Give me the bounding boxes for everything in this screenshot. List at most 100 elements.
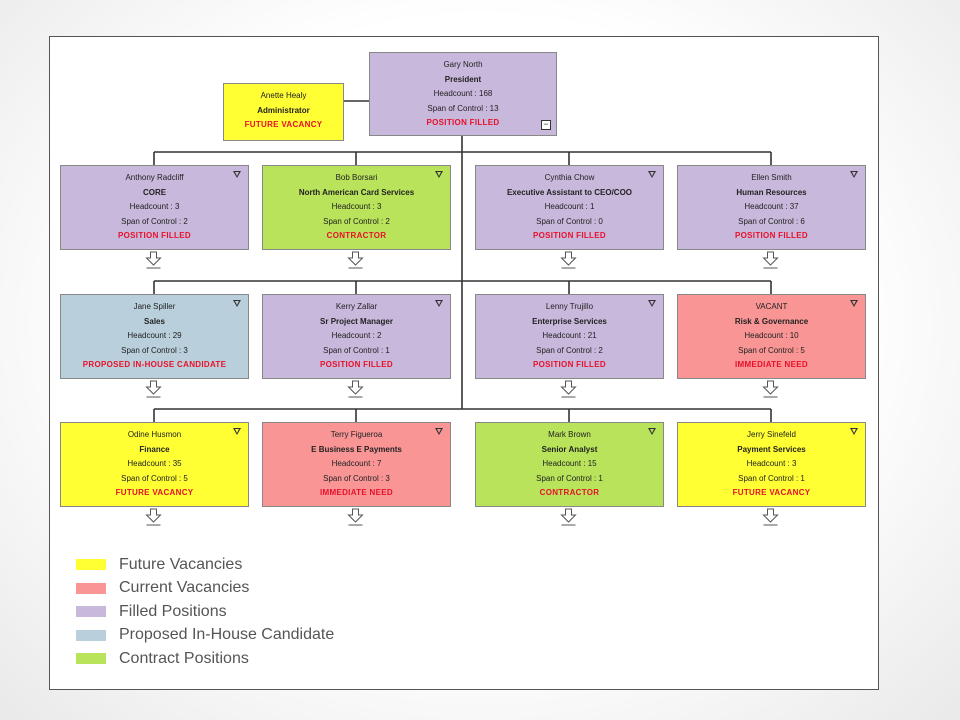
position-span: Span of Control : 5 (121, 473, 188, 483)
expand-down-arrow-icon[interactable] (762, 380, 779, 395)
expand-down-arrow-icon[interactable] (145, 251, 162, 266)
position-status: POSITION FILLED (533, 360, 606, 369)
dropdown-triangle-icon[interactable] (233, 300, 241, 307)
legend-label: Future Vacancies (119, 555, 243, 573)
legend-swatch (76, 582, 106, 594)
position-headcount: Headcount : 2 (331, 331, 382, 340)
dropdown-triangle-icon[interactable] (850, 171, 858, 178)
president-headcount: Headcount : 168 (433, 89, 493, 98)
position-span: Span of Control : 2 (536, 345, 603, 355)
expand-down-arrow-icon[interactable] (145, 508, 162, 523)
position-title: North American Card Services (298, 187, 415, 197)
position-name: Odine Husmon (127, 430, 182, 439)
expand-down-arrow-icon[interactable] (347, 251, 364, 266)
position-status: POSITION FILLED (735, 231, 808, 240)
dropdown-triangle-icon[interactable] (233, 171, 241, 178)
legend-label: Filled Positions (119, 602, 227, 620)
president-node[interactable]: Gary North President Headcount : 168 Spa… (369, 52, 557, 136)
expand-down-arrow-icon[interactable] (347, 508, 364, 523)
position-name: Cynthia Chow (544, 173, 595, 182)
dropdown-triangle-icon[interactable] (435, 300, 443, 307)
position-headcount: Headcount : 1 (544, 202, 595, 211)
position-headcount: Headcount : 29 (127, 331, 182, 340)
admin-name: Anette Healy (260, 91, 307, 100)
position-headcount: Headcount : 3 (129, 202, 180, 211)
legend-item: Current Vacancies (76, 577, 334, 601)
dropdown-triangle-icon[interactable] (648, 300, 656, 307)
position-name: Lenny Trujillo (545, 302, 594, 311)
position-name: Terry Figueroa (330, 430, 383, 439)
position-headcount: Headcount : 21 (542, 331, 597, 340)
dropdown-triangle-icon[interactable] (435, 171, 443, 178)
position-title: Sr Project Manager (320, 316, 393, 326)
expand-down-arrow-icon[interactable] (347, 380, 364, 395)
position-name: Anthony Radcliff (125, 173, 184, 182)
legend-label: Contract Positions (119, 649, 249, 667)
position-status: PROPOSED IN-HOUSE CANDIDATE (82, 360, 227, 369)
position-headcount: Headcount : 15 (542, 459, 597, 468)
position-name: Bob Borsari (335, 173, 378, 182)
administrator-node[interactable]: Anette Healy Administrator FUTURE VACANC… (223, 83, 344, 141)
position-title: Senior Analyst (541, 444, 598, 454)
position-name: Mark Brown (548, 430, 591, 439)
legend-item: Future Vacancies (76, 553, 334, 577)
expand-down-arrow-icon[interactable] (762, 508, 779, 523)
president-title: President (444, 74, 482, 84)
position-headcount: Headcount : 10 (744, 331, 799, 340)
legend-swatch (76, 653, 106, 665)
dropdown-triangle-icon[interactable] (435, 428, 443, 435)
dropdown-triangle-icon[interactable] (648, 428, 656, 435)
expand-down-arrow-icon[interactable] (145, 380, 162, 395)
position-span: Span of Control : 1 (536, 473, 603, 483)
president-span: Span of Control : 13 (427, 103, 499, 113)
position-status: CONTRACTOR (539, 488, 600, 497)
position-name: Ellen Smith (751, 173, 792, 182)
position-status: POSITION FILLED (533, 231, 606, 240)
expand-down-arrow-icon[interactable] (560, 251, 577, 266)
expand-down-arrow-icon[interactable] (560, 380, 577, 395)
position-status: POSITION FILLED (320, 360, 393, 369)
position-status: IMMEDIATE NEED (735, 360, 808, 369)
position-headcount: Headcount : 3 (746, 459, 797, 468)
legend-label: Current Vacancies (119, 579, 250, 597)
position-headcount: Headcount : 3 (331, 202, 382, 211)
legend-item: Contract Positions (76, 647, 334, 671)
dropdown-triangle-icon[interactable] (850, 428, 858, 435)
president-status: POSITION FILLED (426, 118, 500, 127)
expand-down-arrow-icon[interactable] (762, 251, 779, 266)
expand-down-arrow-icon[interactable] (560, 508, 577, 523)
dropdown-triangle-icon[interactable] (648, 171, 656, 178)
dropdown-triangle-icon[interactable] (233, 428, 241, 435)
dropdown-triangle-icon[interactable] (850, 300, 858, 307)
minus-box-icon[interactable]: − (541, 120, 551, 130)
admin-title: Administrator (257, 105, 310, 115)
position-status: CONTRACTOR (326, 231, 387, 240)
position-status: IMMEDIATE NEED (320, 488, 393, 497)
position-status: FUTURE VACANCY (732, 488, 811, 497)
position-headcount: Headcount : 35 (127, 459, 182, 468)
position-status: POSITION FILLED (118, 231, 191, 240)
position-title: Enterprise Services (532, 316, 607, 326)
legend-item: Filled Positions (76, 600, 334, 624)
position-span: Span of Control : 2 (323, 216, 390, 226)
position-title: Finance (139, 444, 170, 454)
position-span: Span of Control : 3 (121, 345, 188, 355)
position-title: Payment Services (737, 444, 806, 454)
legend-swatch (76, 606, 106, 618)
legend-item: Proposed In-House Candidate (76, 624, 334, 648)
position-name: Jerry Sinefeld (747, 430, 796, 439)
position-headcount: Headcount : 37 (744, 202, 799, 211)
